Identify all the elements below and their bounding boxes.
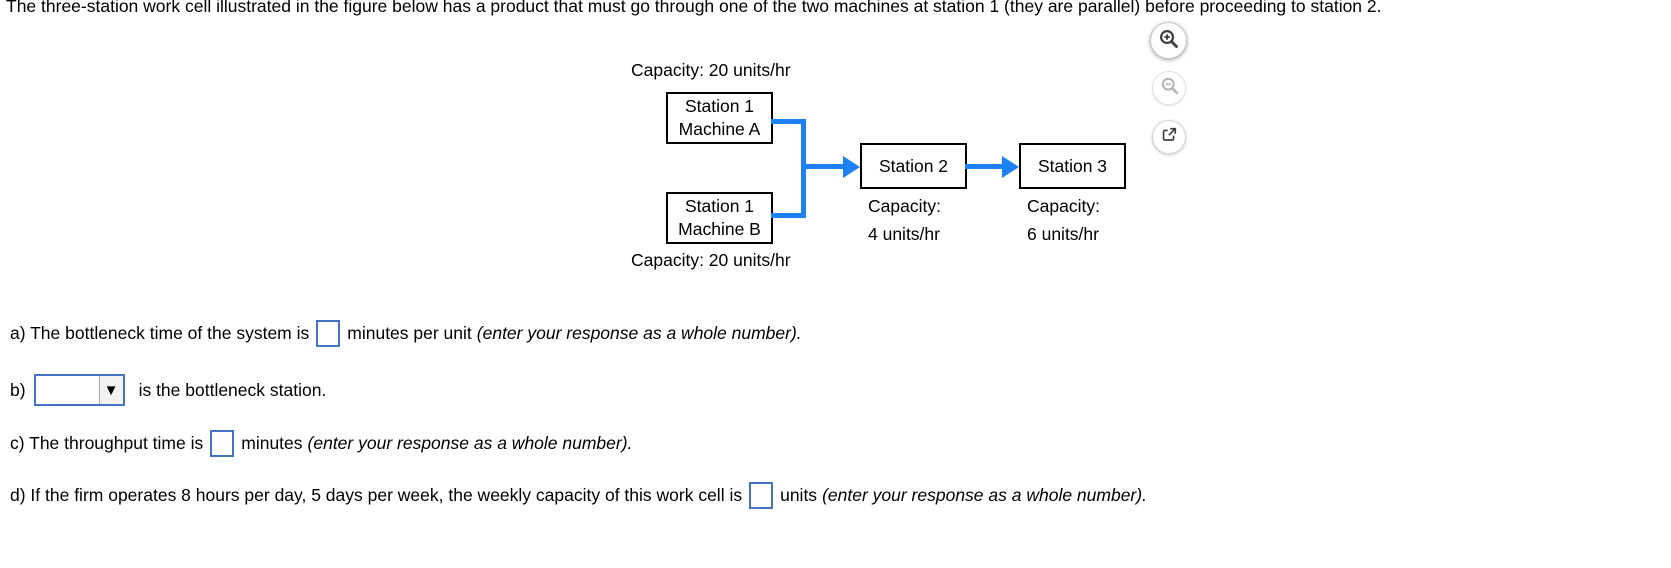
question-c-note: (enter your response as a whole number). — [307, 433, 633, 453]
open-external-button[interactable] — [1152, 120, 1186, 154]
connector-line-machine-a — [771, 119, 806, 124]
answer-a-input[interactable] — [316, 320, 341, 347]
station3-box: Station 3 — [1019, 143, 1126, 189]
question-a-text: a) The bottleneck time of the system is — [10, 323, 310, 343]
question-a-row: a) The bottleneck time of the system is … — [10, 320, 802, 347]
question-d-units: units — [780, 485, 818, 505]
question-d-note: (enter your response as a whole number). — [822, 485, 1147, 505]
bottleneck-station-select-value — [36, 376, 99, 404]
station1-machine-b-line2: Machine B — [678, 219, 761, 239]
question-b-label: b) — [10, 379, 26, 400]
question-b-text: is the bottleneck station. — [138, 379, 327, 400]
flow-arrow-2-shaft — [965, 164, 1005, 169]
station2-capacity-value: 4 units/hr — [868, 224, 940, 244]
station1-machine-b-box: Station 1 Machine B — [666, 192, 773, 244]
zoom-in-button[interactable] — [1150, 22, 1187, 59]
capacity-label-bottom: Capacity: 20 units/hr — [631, 250, 791, 270]
station1-machine-a-line1: Station 1 — [684, 96, 755, 116]
capacity-label-top: Capacity: 20 units/hr — [631, 60, 791, 80]
flow-arrow-2-head — [1002, 155, 1019, 178]
station2-capacity-label: Capacity: — [868, 196, 941, 216]
question-c-units: minutes — [241, 433, 303, 453]
question-c-text: c) The throughput time is — [10, 433, 204, 453]
station3-capacity-value: 6 units/hr — [1027, 224, 1099, 244]
answer-c-input[interactable] — [210, 430, 235, 457]
flow-arrow-1-head — [843, 155, 860, 178]
question-c-row: c) The throughput time is minutes (enter… — [10, 430, 632, 457]
question-b-row: b) ▼ is the bottleneck station. — [10, 374, 326, 406]
answer-d-input[interactable] — [749, 482, 774, 509]
dropdown-arrow-icon: ▼ — [98, 376, 123, 404]
question-d-text: d) If the firm operates 8 hours per day,… — [10, 485, 743, 505]
station1-machine-a-box: Station 1 Machine A — [666, 92, 773, 144]
flow-arrow-1-shaft — [801, 164, 845, 169]
problem-statement: The three-station work cell illustrated … — [6, 0, 1382, 16]
bottleneck-station-select[interactable]: ▼ — [33, 374, 125, 406]
question-a-note: (enter your response as a whole number). — [476, 323, 802, 343]
station3-capacity-label: Capacity: — [1027, 196, 1100, 216]
station2-label: Station 2 — [878, 155, 949, 176]
zoom-in-icon — [1157, 27, 1180, 55]
question-d-row: d) If the firm operates 8 hours per day,… — [10, 482, 1147, 509]
question-a-units: minutes per unit — [347, 323, 472, 343]
connector-line-machine-b — [771, 213, 806, 218]
station1-machine-a-line2: Machine A — [678, 119, 761, 139]
station1-machine-b-line1: Station 1 — [684, 196, 755, 216]
station2-box: Station 2 — [860, 143, 967, 189]
station3-label: Station 3 — [1037, 155, 1108, 176]
external-link-icon — [1159, 125, 1179, 150]
zoom-out-icon — [1159, 75, 1180, 101]
zoom-out-button[interactable] — [1152, 71, 1186, 105]
